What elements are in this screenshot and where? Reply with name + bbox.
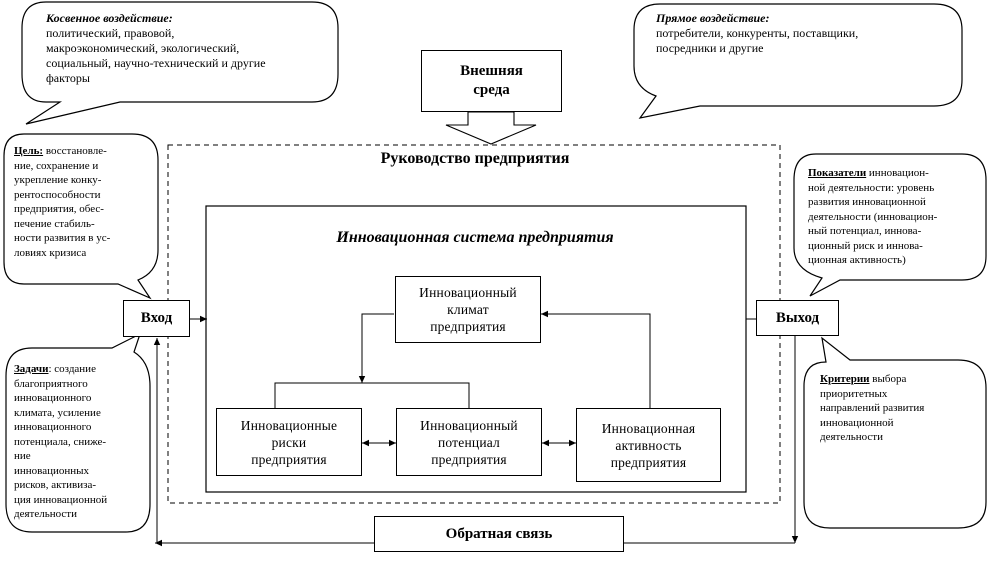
direct-influence-heading: Прямое воздействие: bbox=[656, 11, 770, 25]
indirect-influence-heading: Косвенное воздействие: bbox=[46, 11, 173, 25]
input-box: Вход bbox=[123, 300, 190, 337]
connector-activity-to-climate bbox=[541, 310, 651, 408]
innovation-system-frame bbox=[205, 205, 747, 493]
indirect-influence-callout: Косвенное воздействие: политический, пра… bbox=[46, 11, 336, 86]
goal-text: восстановле- ние, сохранение и укреплени… bbox=[14, 145, 111, 259]
tasks-heading: Задачи bbox=[14, 363, 49, 375]
connector-risks-potential-up bbox=[274, 382, 470, 408]
innovation-climate-box: Инновационный климат предприятия bbox=[395, 276, 541, 343]
callout-criteria-bubble bbox=[803, 336, 987, 529]
callout-goal-bubble bbox=[3, 133, 159, 300]
criteria-text: выбора приоритетных направлений развития… bbox=[820, 373, 925, 443]
innovation-risks-box: Инновационные риски предприятия bbox=[216, 408, 362, 476]
indicators-text: инновацион- ной деятельности: уровень ра… bbox=[808, 167, 938, 266]
criteria-heading: Критерии bbox=[820, 373, 870, 385]
innovation-system-title: Инновационная система предприятия bbox=[336, 229, 614, 246]
callout-indicators-bubble bbox=[793, 153, 987, 297]
callout-tasks-bubble bbox=[5, 332, 151, 533]
criteria-callout: Критерии выбора приоритетных направлений… bbox=[820, 372, 980, 445]
goal-heading: Цель: bbox=[14, 145, 44, 157]
direct-influence-callout: Прямое воздействие: потребители, конкуре… bbox=[656, 11, 956, 56]
tasks-callout: Задачи: создание благоприятного инноваци… bbox=[14, 362, 150, 522]
direct-influence-text: потребители, конкуренты, поставщики, пос… bbox=[656, 26, 859, 55]
indicators-callout: Показатели инновацион- ной деятельности:… bbox=[808, 166, 984, 268]
management-title: Руководство предприятия bbox=[380, 150, 570, 167]
indirect-influence-text: политический, правовой, макроэкономическ… bbox=[46, 26, 266, 85]
management-frame bbox=[167, 144, 781, 504]
feedback-box: Обратная связь bbox=[374, 516, 624, 552]
external-to-management-arrow bbox=[445, 111, 537, 145]
indicators-heading: Показатели bbox=[808, 167, 867, 179]
callout-direct-bubble bbox=[633, 3, 963, 119]
goal-callout: Цель: восстановле- ние, сохранение и укр… bbox=[14, 144, 156, 260]
innovation-activity-box: Инновационная активность предприятия bbox=[576, 408, 721, 482]
innovation-potential-box: Инновационный потенциал предприятия bbox=[396, 408, 542, 476]
connector-to-climate-left bbox=[358, 313, 394, 383]
output-box: Выход bbox=[756, 300, 839, 336]
external-environment-box: Внешняя среда bbox=[421, 50, 562, 112]
callout-indirect-bubble bbox=[21, 1, 339, 125]
tasks-text: : создание благоприятного инновационного… bbox=[14, 363, 108, 520]
